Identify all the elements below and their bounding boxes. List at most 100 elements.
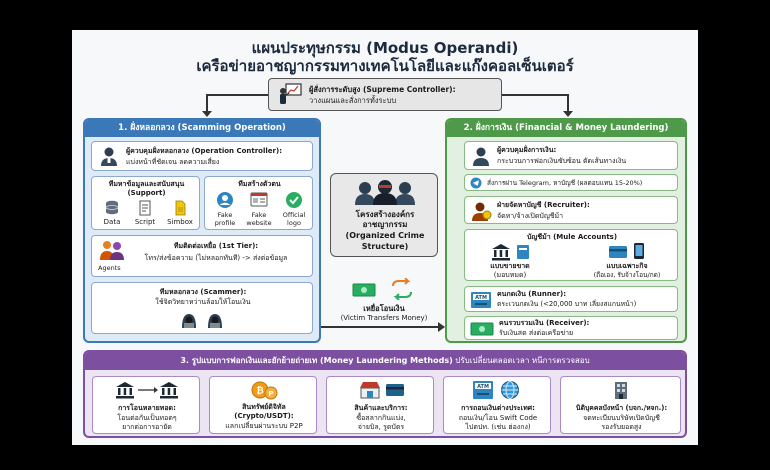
svg-text:ATM: ATM — [475, 295, 487, 301]
arrowhead-left — [202, 111, 212, 117]
phone-icon — [634, 243, 644, 259]
method-2-desc-1: แลกเปลี่ยนผ่านระบบ P2P — [225, 422, 303, 430]
telegram-card: สั่งการผ่าน Telegram, หาบัญชี (ผลตอบแทน … — [464, 174, 678, 191]
laundering-header-rest: ปรับเปลี่ยนตลอดเวลา หนีการตรวจสอบ — [452, 356, 590, 365]
mule-rent-2: (มอบหมด) — [493, 271, 527, 279]
svg-text:ATM: ATM — [477, 384, 489, 390]
supreme-controller-box: ผู้สั่งการระดับสูง (Supreme Controller):… — [268, 78, 502, 111]
cash-stack-icon — [470, 322, 494, 336]
operation-controller-desc: แบ่งหน้าที่ชัดเจน ลดความเสี่ยง — [126, 158, 220, 166]
connector-supreme-right-h — [502, 94, 568, 96]
database-icon — [105, 200, 119, 215]
mule-rent-1: แบบขายขาด — [490, 262, 530, 270]
finance-controller-card: ผู้ควบคุมฝั่งการเงิน: กระบวนการฟอกเงินซั… — [464, 141, 678, 170]
method-1-desc-1: โอนต่อกันเป็นทอดๆ — [117, 414, 177, 422]
method-card-multi-transfer: การโอนหลายทอด: โอนต่อกันเป็นทอดๆ ยากต่อก… — [92, 376, 200, 434]
identity-title: ทีมสร้างตัวตน — [238, 180, 281, 188]
office-building-icon — [615, 382, 627, 399]
receiver-card: คนรวบรวมเงิน (Receiver): รับเงินสด ส่งต่… — [464, 316, 678, 340]
tier1-desc: โทร/ส่งข้อความ (ไม่หลอกทันที) -> ส่งต่อข… — [144, 254, 288, 262]
connector-supreme-left-h — [207, 94, 268, 96]
sim-card-icon — [175, 200, 186, 216]
recruiter-desc: จัดหา/จ้างเปิดบัญชีม้า — [497, 212, 564, 220]
credit-card-icon — [386, 384, 404, 396]
method-card-crypto: ₿ P สินทรัพย์ดิจิทัล (Crypto/USDT): แลกเ… — [209, 376, 317, 434]
support-item-simbox: Simbox — [167, 218, 193, 226]
center-label-2: อาชญากรรม — [362, 220, 408, 229]
identity-item-official-logo: Official logo — [282, 211, 306, 227]
controller-person-icon — [101, 147, 117, 166]
victim-label: เหยื่อโอนเงิน — [363, 304, 405, 313]
supreme-label: ผู้สั่งการระดับสูง (Supreme Controller): — [309, 85, 456, 94]
finance-panel: 2. ฝั่งการเงิน (Financial & Money Launde… — [445, 118, 687, 343]
bank-to-bank-icon — [116, 382, 178, 399]
tier1-title: ทีมติดต่อเหยื่อ (1st Tier): — [173, 242, 259, 250]
method-card-front-company: นิติบุคคลบังหน้า (บจก./หจก.): จดทะเบียนบ… — [560, 376, 681, 434]
runner-desc: ตระเวนกดเงิน (<20,000 บาท เลี่ยงสแกนหน้า… — [497, 300, 637, 308]
script-icon — [139, 200, 151, 216]
scamming-panel: 1. ฝั่งหลอกลวง (Scamming Operation) ผู้ค… — [83, 118, 321, 343]
recruiter-label: ฝ่ายจัดหาบัญชี (Recruiter): — [497, 201, 590, 209]
method-4-desc-2: ไปตปท. (เช่น ฮ่องกง) — [465, 423, 531, 431]
receiver-label: คนรวบรวมเงิน (Receiver): — [499, 319, 590, 327]
support-sub: (Support) — [127, 189, 166, 197]
mule-title: บัญชีม้า (Mule Accounts) — [526, 233, 618, 241]
operation-controller-label: ผู้ควบคุมฝั่งหลอกลวง (Operation Controll… — [126, 147, 282, 155]
title-line-2: เครือข่ายอาชญากรรมทางเทคโนโลยีและแก๊งคอล… — [196, 57, 574, 75]
shop-icon — [360, 382, 380, 399]
method-1-title: การโอนหลายทอด: — [118, 404, 176, 412]
support-item-script: Script — [134, 218, 156, 226]
cash-icon — [352, 283, 376, 297]
identity-team-card: ทีมสร้างตัวตน Fake profile Fake website … — [204, 176, 313, 230]
method-5-title: นิติบุคคลบังหน้า (บจก./หจก.): — [575, 404, 668, 412]
mule-custom-1: แบบเฉพาะกิจ — [606, 262, 648, 270]
identity-item-fake-website: Fake website — [246, 211, 272, 227]
center-label-4: Structure) — [361, 242, 409, 251]
scammer-team-card: ทีมหลอกลวง (Scammer): ใช้จิตวิทยาหว่านล้… — [91, 282, 313, 334]
method-4-desc-1: ถอนเงิน/โอน Swift Code — [458, 414, 538, 422]
recruiter-card: ฝ่ายจัดหาบัญชี (Recruiter): จัดหา/จ้างเป… — [464, 196, 678, 224]
tier1-contact-card: Agents ทีมติดต่อเหยื่อ (1st Tier): โทร/ส… — [91, 235, 313, 277]
method-3-desc-1: ซื้อสลากกินแบ่ง, — [356, 414, 406, 422]
telegram-text: สั่งการผ่าน Telegram, หาบัญชี (ผลตอบแทน … — [487, 179, 643, 187]
arrowhead-right — [563, 111, 573, 117]
scammer-desc: ใช้จิตวิทยาหว่านล้อมให้โอนเงิน — [155, 298, 251, 306]
svg-text:₿: ₿ — [256, 386, 263, 397]
connector-supreme-left-v — [206, 94, 208, 113]
hacker-icon-2 — [208, 314, 222, 328]
operation-controller-card: ผู้ควบคุมฝั่งหลอกลวง (Operation Controll… — [91, 141, 313, 171]
globe-icon — [501, 381, 519, 399]
support-item-data: Data — [103, 218, 121, 226]
atm-machine-icon: ATM — [473, 381, 493, 399]
victim-arrowhead — [438, 322, 445, 332]
criminal-group-icon — [355, 180, 415, 205]
method-5-desc-1: จดทะเบียนบริษัทเปิดบัญชี — [583, 414, 660, 422]
identity-item-fake-profile: Fake profile — [214, 211, 236, 227]
hacker-icon-1 — [182, 314, 196, 328]
finance-controller-desc: กระบวนการฟอกเงินซับซ้อน ตัดเส้นทางเงิน — [497, 157, 627, 165]
transfer-arrows-icon — [392, 278, 412, 300]
agents-icon — [100, 241, 124, 260]
runner-card: ATM คนกดเงิน (Runner): ตระเวนกดเงิน (<20… — [464, 286, 678, 312]
fake-profile-icon — [217, 192, 233, 208]
atm-icon: ATM — [471, 292, 491, 308]
laundering-panel: 3. รูปแบบการฟอกเงินและยักย้ายถ่ายเท (Mon… — [83, 350, 687, 438]
title-line-1: แผนประทุษกรรม (Modus Operandi) — [251, 39, 519, 57]
method-2-title: สินทรัพย์ดิจิทัล — [242, 403, 286, 411]
bank-book-icon — [517, 245, 529, 259]
card-icon — [609, 246, 627, 258]
method-1-desc-2: ยากต่อการอายัด — [122, 423, 172, 431]
telegram-icon — [470, 177, 482, 189]
laundering-header-bold: 3. รูปแบบการฟอกเงินและยักย้ายถ่ายเท (Mon… — [180, 356, 453, 365]
finance-person-icon — [473, 147, 489, 166]
center-label-3: (Organized Crime — [345, 231, 425, 240]
mule-custom-2: (ถือเอง, รับจ้างโอน/กด) — [593, 271, 661, 279]
presenter-icon — [280, 83, 302, 104]
support-team-card: ทีมหาข้อมูลและสนับสนุน (Support) Data Sc… — [91, 176, 200, 230]
mule-accounts-card: บัญชีม้า (Mule Accounts) แบบขายขาด — [464, 229, 678, 281]
recruiter-icon — [472, 202, 492, 221]
scammer-title: ทีมหลอกลวง (Scammer): — [159, 288, 247, 296]
connector-supreme-right-v — [567, 94, 569, 113]
center-label-1: โครงสร้างองค์กร — [355, 210, 415, 219]
method-3-title: สินค้าและบริการ: — [354, 404, 408, 412]
